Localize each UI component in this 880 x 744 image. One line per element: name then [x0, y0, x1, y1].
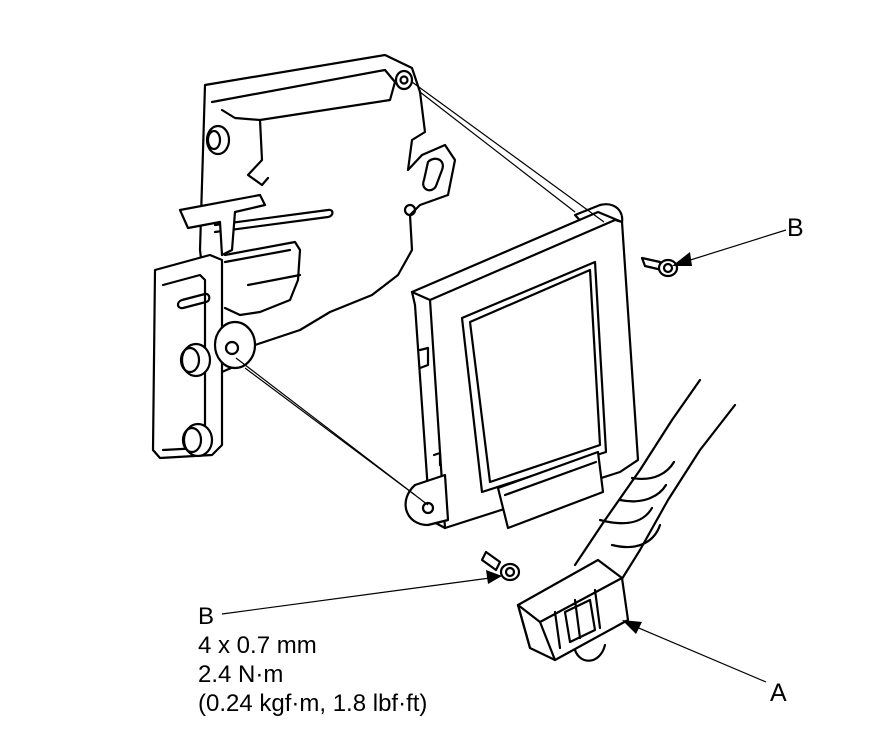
leader-arrows — [221, 229, 787, 683]
mounting-bracket — [151, 53, 457, 460]
assembly-lines — [235, 81, 605, 506]
stud-upper — [205, 124, 231, 156]
callout-b-spec-label: B — [198, 603, 215, 630]
callout-b-label: B — [787, 214, 804, 242]
bolt-size-text: 4 x 0.7 mm — [198, 632, 317, 659]
bolt-b-lower — [480, 550, 521, 582]
stud-lower — [181, 422, 214, 458]
bolt-b-upper — [640, 256, 679, 278]
harness-connector — [516, 378, 737, 662]
control-unit — [404, 203, 640, 530]
torque-alt-text: (0.24 kgf·m, 1.8 lbf·ft) — [198, 690, 428, 717]
stud-middle — [179, 342, 212, 378]
bolt-spec-block: B 4 x 0.7 mm 2.4 N·m (0.24 kgf·m, 1.8 lb… — [198, 602, 427, 718]
callout-a-label: A — [770, 679, 787, 707]
torque-nm-text: 2.4 N·m — [198, 661, 284, 688]
